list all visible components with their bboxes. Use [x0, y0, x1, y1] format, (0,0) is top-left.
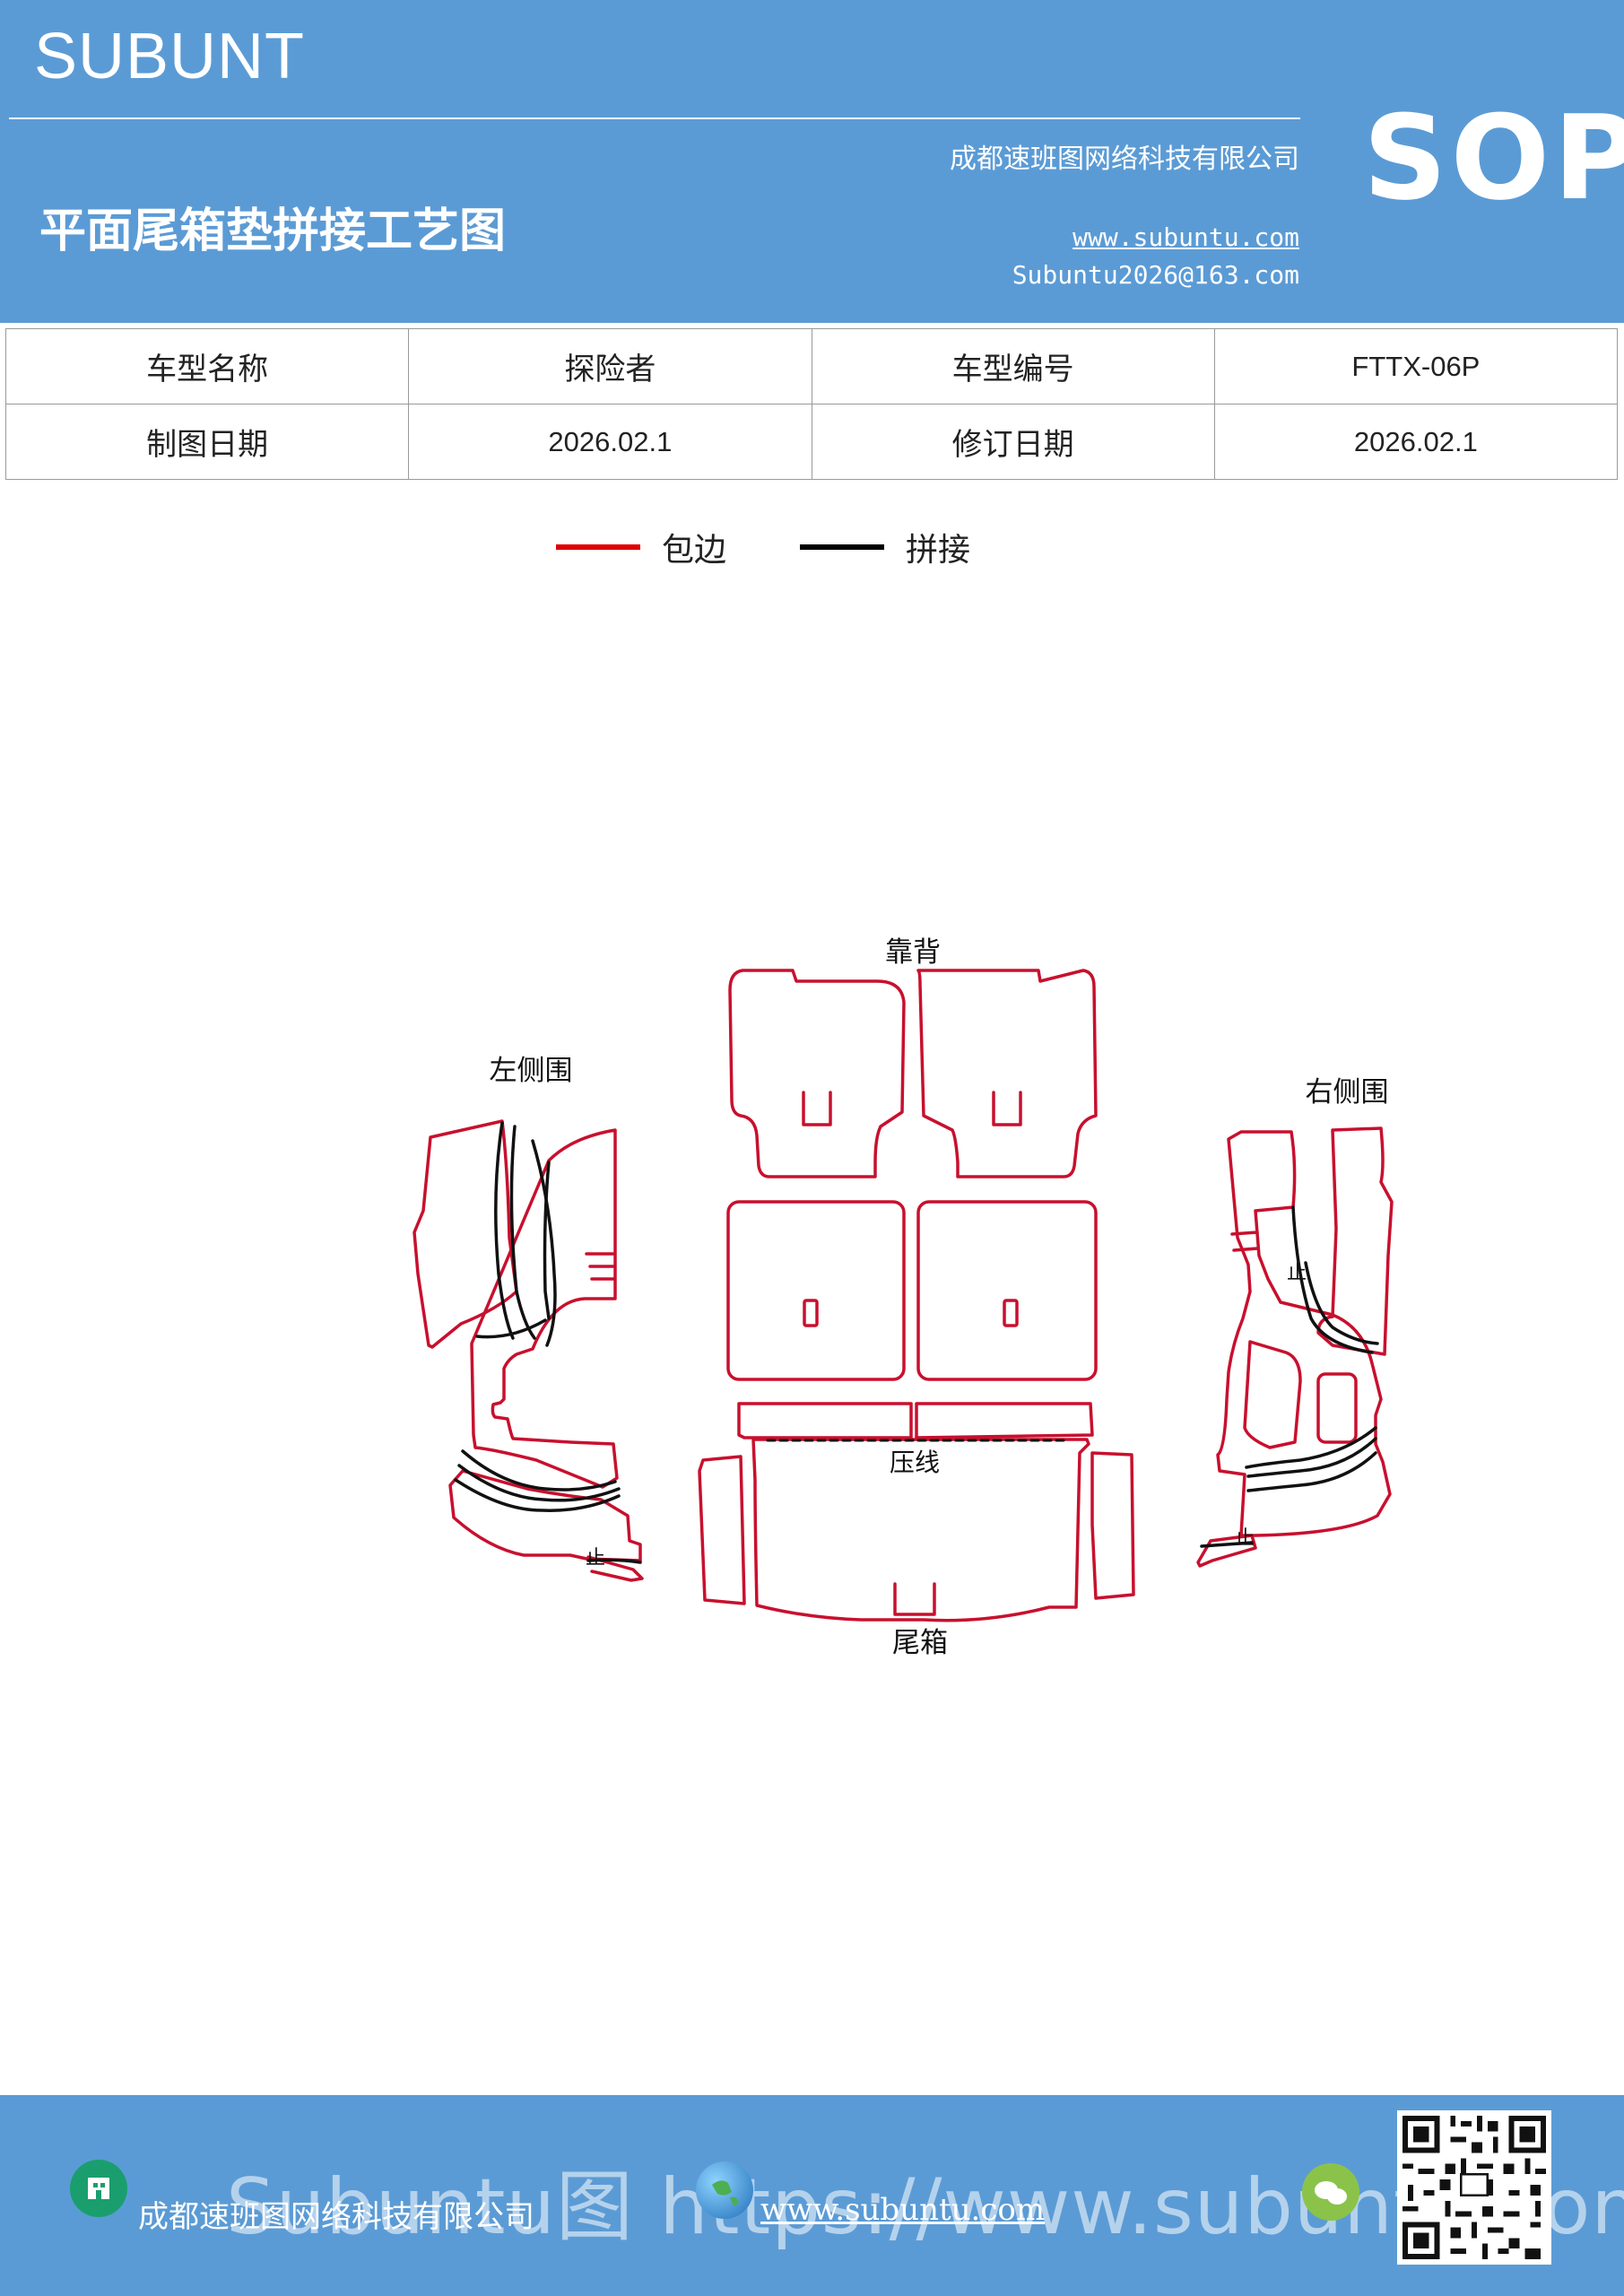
table-cell: 2026.02.1	[408, 404, 812, 480]
left-side-middle-piece	[470, 1128, 619, 1489]
left-side-upper-piece	[413, 1119, 518, 1349]
label-crease: 压线	[890, 1448, 940, 1477]
seam-left-side-2	[509, 1125, 536, 1340]
seam-left-side-4	[543, 1161, 551, 1320]
table-cell: 探险者	[408, 328, 812, 404]
company-name: 成都速班图网络科技有限公司	[950, 144, 1299, 175]
seam-right-lower-1	[1245, 1426, 1377, 1469]
seam-right-side-1	[1291, 1205, 1374, 1354]
seam-left-side-1	[494, 1121, 515, 1340]
backrest-lower-left-piece	[726, 1200, 906, 1381]
header-divider	[9, 117, 1300, 119]
legend-swatch-red	[556, 544, 640, 550]
contact-email: Subuntu2026@163.com	[1012, 260, 1299, 290]
right-side-inner-small	[1316, 1372, 1358, 1444]
table-cell: 修订日期	[811, 404, 1215, 480]
legend-item-seam: 拼接	[800, 524, 970, 570]
vehicle-info-table: 车型名称 探险者 车型编号 FTTX-06P 制图日期 2026.02.1 修订…	[4, 328, 1619, 480]
globe-icon	[696, 2161, 753, 2219]
trunk-top-strip-left	[737, 1402, 913, 1439]
building-icon	[70, 2160, 127, 2217]
backrest-upper-left-piece	[728, 969, 906, 1178]
trunk-top-strip-right	[915, 1402, 1094, 1439]
legend-swatch-black	[800, 544, 885, 550]
seam-left-side-3	[531, 1139, 557, 1347]
wechat-icon	[1302, 2163, 1359, 2221]
backrest-lower-left-hole	[803, 1299, 819, 1327]
website-link[interactable]: www.subuntu.com	[1073, 222, 1299, 252]
right-side-top-strip	[1316, 1126, 1394, 1356]
seam-left-lower-1	[461, 1449, 617, 1492]
table-cell: 车型编号	[811, 328, 1215, 404]
qr-code	[1397, 2110, 1551, 2265]
footer-company-name: 成都速班图网络科技有限公司	[138, 2199, 534, 2235]
left-side-tail-tip	[586, 1555, 644, 1582]
right-side-outer-piece	[1216, 1130, 1392, 1537]
seam-right-tail	[1200, 1541, 1254, 1548]
trunk-right-flap	[1090, 1451, 1135, 1600]
seam-left-tail	[586, 1558, 642, 1564]
brand-logo-text: SUBUNT	[34, 21, 306, 92]
trunk-left-flap	[698, 1455, 746, 1605]
label-stop-right-lower: 止	[1235, 1527, 1255, 1550]
right-side-bar-1	[1230, 1231, 1259, 1252]
table-row: 车型名称 探险者 车型编号 FTTX-06P	[4, 328, 1619, 404]
label-trunk: 尾箱	[892, 1627, 948, 1659]
backrest-lower-right-piece	[916, 1200, 1098, 1381]
table-cell: 制图日期	[4, 404, 410, 480]
table-cell: FTTX-06P	[1213, 328, 1619, 404]
table-row: 制图日期 2026.02.1 修订日期 2026.02.1	[4, 404, 1619, 480]
seam-left-lower-2	[457, 1464, 621, 1502]
backrest-upper-left-notch	[802, 1091, 832, 1126]
right-side-inner-large	[1243, 1340, 1302, 1449]
left-side-lower-piece	[448, 1469, 642, 1562]
label-stop-right-upper: 止	[1287, 1262, 1307, 1284]
header-banner: SUBUNT SOP 成都速班图网络科技有限公司 平面尾箱垫拼接工艺图 www.…	[0, 0, 1624, 323]
table-cell: 2026.02.1	[1213, 404, 1619, 480]
table-cell: 车型名称	[4, 328, 410, 404]
seam-right-side-2	[1304, 1261, 1379, 1345]
right-side-tail-tip	[1196, 1534, 1257, 1568]
trunk-bottom-notch	[893, 1582, 936, 1616]
document-title: 平面尾箱垫拼接工艺图	[39, 204, 507, 258]
line-legend: 包边 拼接	[556, 520, 1044, 574]
legend-label: 拼接	[906, 532, 971, 569]
label-right-side: 右侧围	[1306, 1076, 1389, 1109]
backrest-lower-right-hole	[1003, 1299, 1019, 1327]
label-stop-left: 止	[586, 1547, 605, 1570]
legend-label: 包边	[662, 532, 727, 569]
seam-left-side-5	[475, 1318, 547, 1339]
seam-right-lower-3	[1246, 1451, 1377, 1492]
seam-left-lower-3	[454, 1478, 621, 1512]
legend-item-edge: 包边	[556, 524, 726, 570]
backrest-upper-right-notch	[992, 1091, 1022, 1126]
label-left-side: 左侧围	[490, 1055, 573, 1087]
footer-watermark-text: Subuntu图 https://www.subuntu.com	[226, 2162, 1624, 2252]
backrest-upper-right-piece	[916, 969, 1098, 1178]
label-backrest: 靠背	[885, 936, 941, 969]
seam-right-lower-2	[1246, 1437, 1377, 1478]
sop-badge: SOP	[1363, 90, 1624, 226]
footer-website-link[interactable]: www.subuntu.com	[760, 2192, 1046, 2228]
trunk-main-piece	[751, 1438, 1090, 1622]
left-side-slot-1	[585, 1252, 615, 1281]
